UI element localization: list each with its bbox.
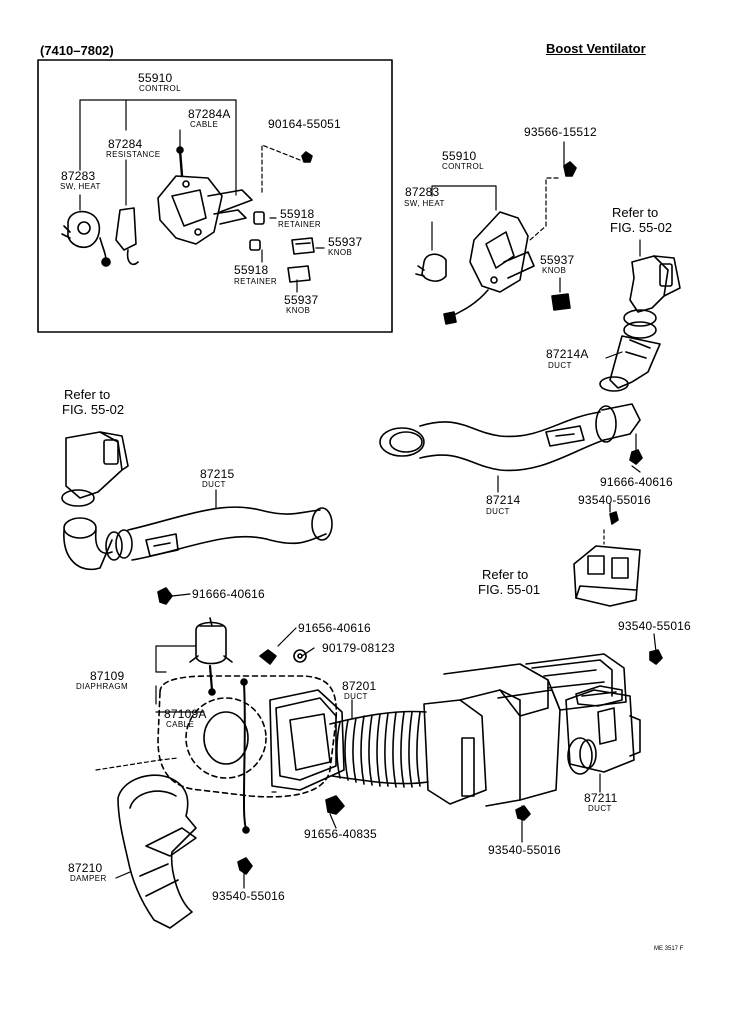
diaphragm-87109: [189, 617, 233, 696]
label-control-right: CONTROL: [442, 162, 484, 171]
label-93540-55016-lower: 93540-55016: [488, 843, 561, 857]
label-93566-15512: 93566-15512: [524, 125, 597, 139]
label-cable: CABLE: [190, 120, 219, 129]
page-title: Boost Ventilator: [546, 41, 646, 56]
label-damper: DAMPER: [70, 874, 107, 883]
inset-frame: [37, 59, 393, 333]
label-fig-55-02-left: FIG. 55-02: [62, 402, 125, 417]
cable-87109a: [240, 678, 250, 834]
label-87201: 87201: [342, 679, 377, 693]
lower-housing: [157, 675, 345, 798]
label-refer-to-bottom: Refer to: [482, 567, 529, 582]
label-55937-right: 55937: [540, 253, 575, 267]
label-refer-to-left: Refer to: [64, 387, 111, 402]
refer-duct-upper-right: [623, 255, 681, 339]
lower-fasteners: [237, 649, 663, 875]
label-55918-a: 55918: [280, 207, 315, 221]
label-87284a: 87284A: [188, 107, 231, 121]
label-duct-87214a: DUCT: [548, 361, 572, 370]
label-55910: 55910: [138, 71, 173, 85]
label-87283-right: 87283: [405, 185, 440, 199]
label-87211: 87211: [584, 791, 618, 805]
label-duct-87214: DUCT: [486, 507, 510, 516]
duct-87215: [61, 431, 333, 605]
label-duct-87211: DUCT: [588, 804, 612, 813]
label-87215: 87215: [200, 467, 235, 481]
label-87283-inset: 87283: [61, 169, 96, 183]
bellows-duct-87201: [329, 710, 429, 788]
label-resistance: RESISTANCE: [106, 150, 161, 159]
damper-87210: [115, 774, 197, 929]
label-93540-55016-bottom: 93540-55016: [212, 889, 285, 903]
label-knob-b: KNOB: [286, 306, 311, 315]
label-87214: 87214: [486, 493, 521, 507]
label-diaphragm: DIAPHRAGM: [76, 682, 129, 691]
label-87210: 87210: [68, 861, 103, 875]
label-91666-40616-left: 91666-40616: [192, 587, 265, 601]
figure-code: ME 3517 F: [654, 946, 684, 952]
label-87109: 87109: [90, 669, 125, 683]
right-control-parts: [415, 161, 577, 325]
inset-parts: [61, 146, 315, 283]
label-87214a: 87214A: [546, 347, 589, 361]
label-91656-40835: 91656-40835: [304, 827, 377, 841]
label-retainer-b: RETAINER: [234, 277, 278, 286]
label-knob-right: KNOB: [542, 266, 567, 275]
label-91656-40616: 91656-40616: [298, 621, 371, 635]
label-sw-heat-right: SW, HEAT: [404, 199, 445, 208]
label-91666-40616-right: 91666-40616: [600, 475, 673, 489]
outlet-duct-87211: [565, 685, 641, 775]
duct-87214a: [599, 335, 661, 392]
label-sw-heat-inset: SW, HEAT: [60, 182, 101, 191]
date-range-label: (7410–7802): [40, 43, 114, 58]
label-90179-08123: 90179-08123: [322, 641, 395, 655]
label-refer-to-upper: Refer to: [612, 205, 659, 220]
label-cable-87109a: CABLE: [166, 720, 195, 729]
label-knob-a: KNOB: [328, 248, 353, 257]
label-87109a: 87109A: [164, 707, 207, 721]
label-93540-55016-upper: 93540-55016: [578, 493, 651, 507]
label-93540-55016-right: 93540-55016: [618, 619, 691, 633]
right-control-leaders: [431, 141, 641, 293]
label-fig-55-01: FIG. 55-01: [478, 582, 541, 597]
blower-box: [423, 653, 627, 807]
label-retainer-a: RETAINER: [278, 220, 322, 229]
label-duct-87215: DUCT: [202, 480, 226, 489]
label-55918-b: 55918: [234, 263, 269, 277]
label-90164-55051: 90164-55051: [268, 117, 341, 131]
label-87284: 87284: [108, 137, 143, 151]
duct-87214: [379, 403, 643, 493]
label-55937-a: 55937: [328, 235, 363, 249]
bracket-fig-55-01: [573, 503, 641, 607]
label-duct-87201: DUCT: [344, 692, 368, 701]
label-fig-55-02-upper: FIG. 55-02: [610, 220, 673, 235]
label-control: CONTROL: [139, 84, 181, 93]
label-55937-b: 55937: [284, 293, 319, 307]
label-55910-right: 55910: [442, 149, 477, 163]
